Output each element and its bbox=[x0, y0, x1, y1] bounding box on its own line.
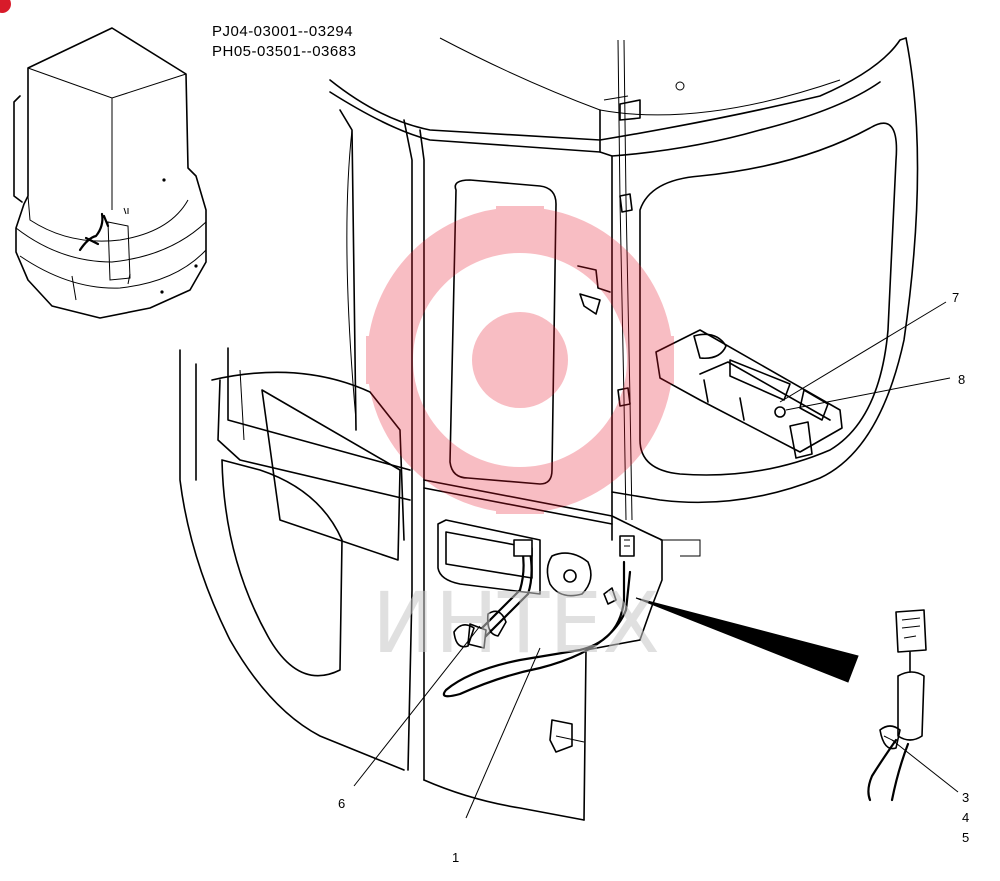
callout-4: 4 bbox=[962, 810, 969, 825]
watermark-text: ИНТЕХ bbox=[372, 574, 660, 672]
corner-badge bbox=[0, 0, 11, 13]
serial-line-1: PJ04-03001--03294 bbox=[212, 23, 353, 40]
inset-overview-drawing bbox=[13, 27, 207, 319]
leader-lines bbox=[353, 301, 959, 819]
detail-connector-drawing bbox=[867, 609, 927, 802]
callout-3: 3 bbox=[962, 790, 969, 805]
serial-line-2: PH05-03501--03683 bbox=[212, 43, 356, 60]
callout-5: 5 bbox=[962, 830, 969, 845]
main-cab-drawing bbox=[179, 37, 919, 821]
callout-1: 1 bbox=[452, 850, 459, 865]
callout-8: 8 bbox=[958, 372, 965, 387]
callout-6: 6 bbox=[338, 796, 345, 811]
watermark-logo bbox=[366, 206, 674, 514]
callout-7: 7 bbox=[952, 290, 959, 305]
